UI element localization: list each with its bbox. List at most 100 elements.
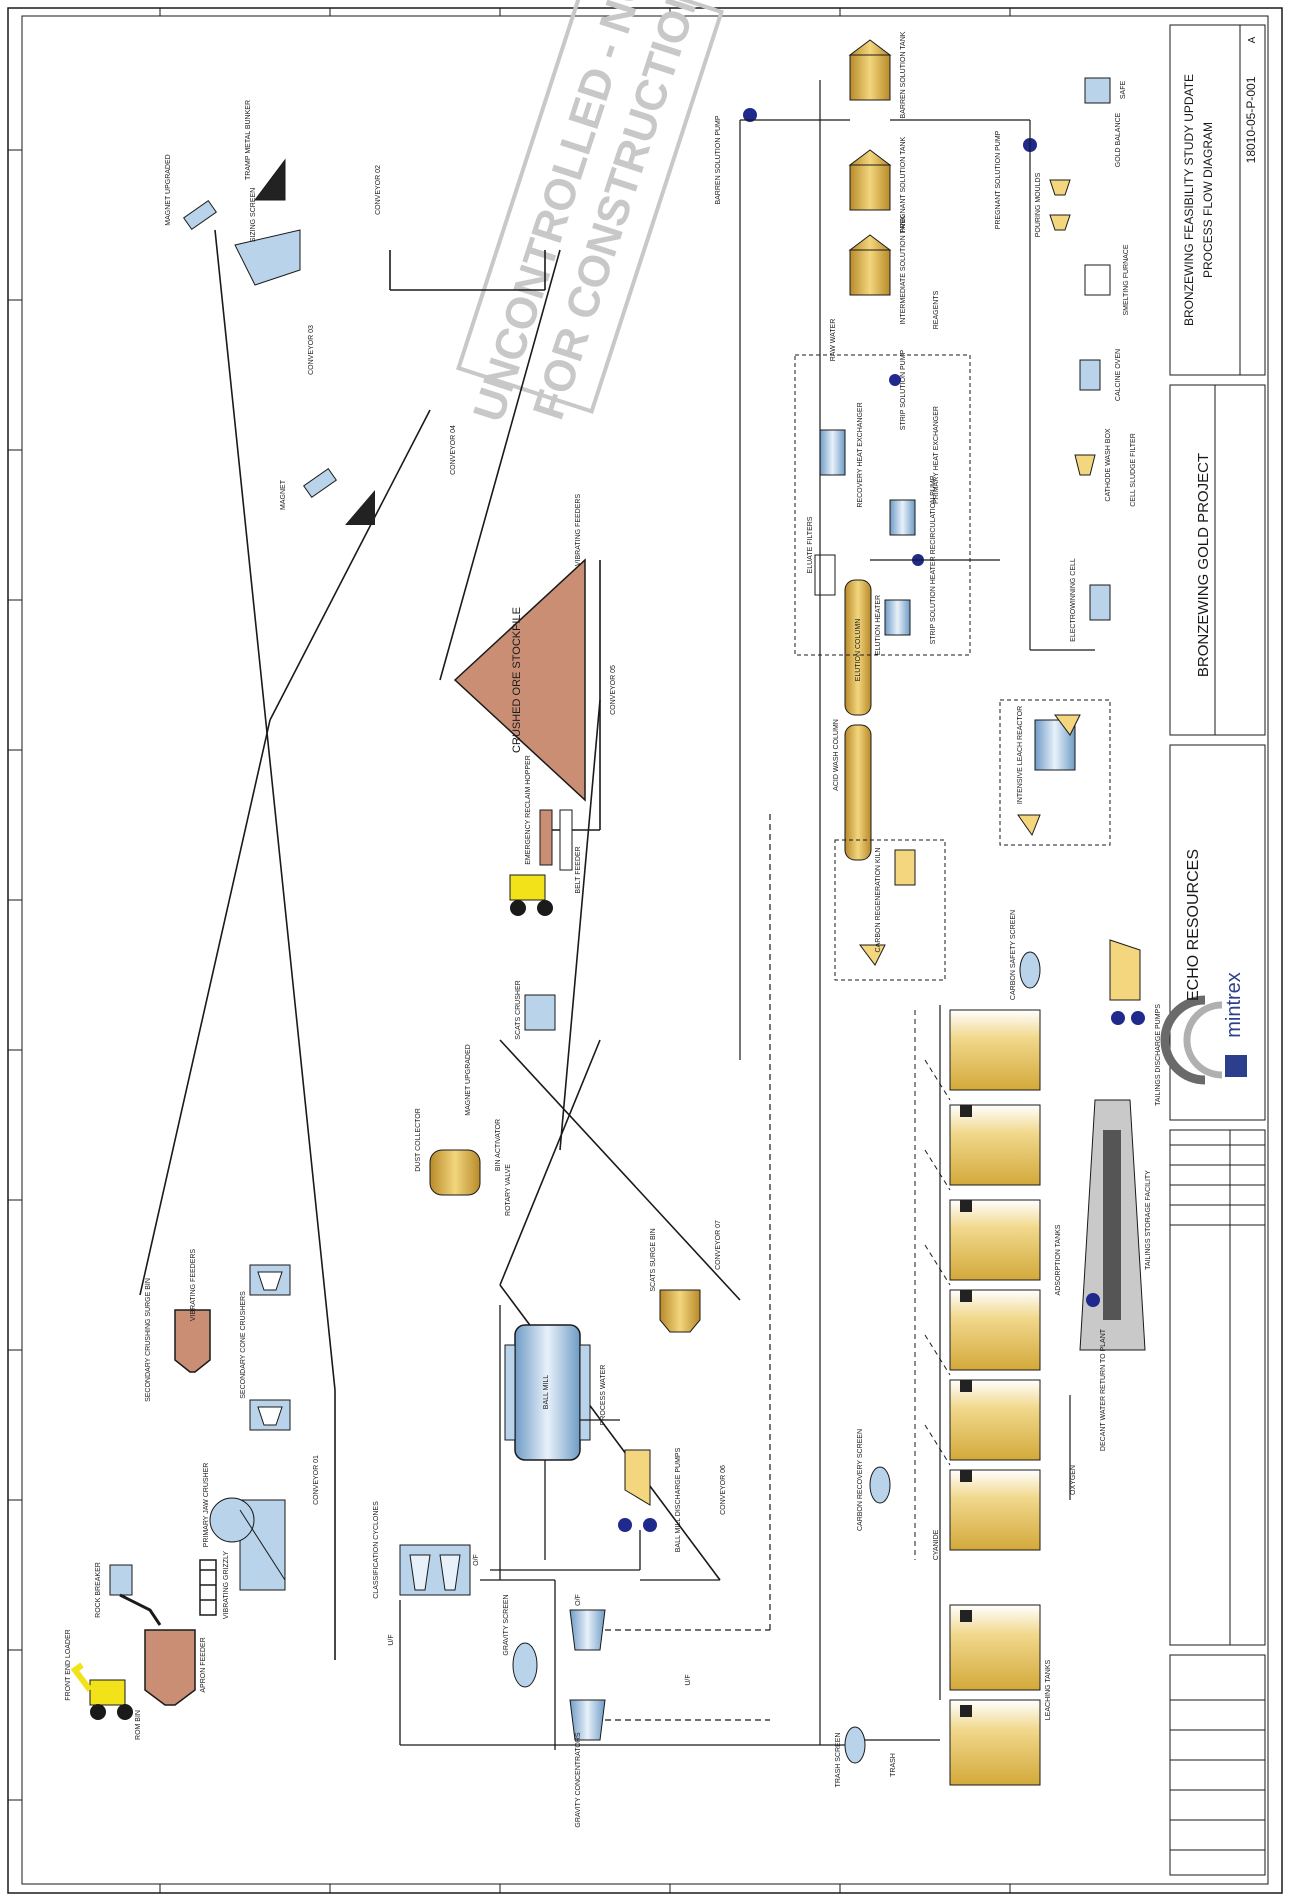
label-tailings-discharge-pumps: TAILINGS DISCHARGE PUMPS [1155,1004,1162,1106]
gravity-concentrators [570,1610,605,1740]
label-uf-2: U/F [685,1674,692,1685]
label-rom-bin: ROM BIN [135,1710,142,1740]
carbon-transfer-dashed [915,1010,950,1560]
elution-heater [885,600,910,635]
label-conveyor-07: CONVEYOR 07 [715,1220,722,1270]
label-pregnant-pump: PREGNANT SOLUTION PUMP [995,130,1002,229]
label-decant-water: DECANT WATER RETURN TO PLANT [1100,1328,1107,1451]
carbon-safety-screen-icon [1020,952,1040,988]
drawing-number: 18010-05-P-001 [1244,76,1258,163]
label-sizing-screen: SIZING SCREEN [250,188,257,242]
label-oxygen: OXYGEN [1070,1465,1077,1495]
solution-tanks [850,40,890,295]
scats-surge-bin [660,1290,700,1332]
label-carbon-safety-screen: CARBON SAFETY SCREEN [1010,910,1017,1000]
label-scats-surge-bin: SCATS SURGE BIN [650,1228,657,1291]
eluate-filters [815,555,835,595]
label-strip-solution-pump: STRIP SOLUTION PUMP [900,349,907,430]
label-barren-pump: BARREN SOLUTION PUMP [715,115,722,204]
label-primary-jaw-crusher: PRIMARY JAW CRUSHER [203,1463,210,1548]
secondary-cone-crushers [250,1265,290,1430]
crushed-ore-stockpile: CRUSHED ORE STOCKPILE [455,560,585,800]
label-acid-wash-column: ACID WASH COLUMN [833,719,840,791]
label-smelting-furnace: SMELTING FURNACE [1123,244,1130,315]
stockpile-label: CRUSHED ORE STOCKPILE [511,607,523,753]
drawing-title-2: PROCESS FLOW DIAGRAM [1201,122,1215,278]
label-cathode-wash-box: CATHODE WASH BOX [1105,428,1112,501]
tailings-storage-facility [1080,1100,1145,1350]
magnet-upgraded-icon [184,201,217,230]
label-secondary-cone-crushers: SECONDARY CONE CRUSHERS [240,1291,247,1399]
label-of-1: O/F [473,1554,480,1566]
label-conveyor-04: CONVEYOR 04 [450,425,457,475]
carbon-regeneration-kiln [860,850,915,965]
project-name: BRONZEWING GOLD PROJECT [1195,453,1212,677]
company-name: ECHO RESOURCES [1185,849,1202,1001]
label-magnet-upgraded: MAGNET UPGRADED [165,154,172,225]
label-conveyor-01: CONVEYOR 01 [313,1455,320,1505]
tailings-hopper [1110,940,1140,1000]
leaching-tanks [950,1605,1040,1785]
label-intensive-leach-reactor: INTENSIVE LEACH REACTOR [1017,706,1024,804]
label-vibrating-grizzly: VIBRATING GRIZZLY [223,1551,230,1620]
smelting-furnace [1085,265,1110,295]
decant-pump [1086,1293,1100,1307]
mintrex-logo [1225,1055,1247,1077]
emergency-reclaim-loader-icon [510,875,553,916]
label-magnet: MAGNET [280,479,287,510]
label-elution-heater: ELUTION HEATER [875,595,882,655]
crushing-circuit [140,230,740,1660]
label-electrowinning: ELECTROWINNING CELL [1070,558,1077,642]
classification-cyclones [400,1545,470,1595]
safe-icon [1085,78,1110,103]
solution-pumps [743,108,1037,152]
label-magnet-upgraded-2: MAGNET UPGRADED [465,1044,472,1115]
intensive-leach-reactor [1018,715,1080,835]
adsorption-tanks [950,1010,1040,1550]
scats-crusher-icon [525,995,555,1030]
label-secondary-surge-bin: SECONDARY CRUSHING SURGE BIN [145,1278,152,1402]
front-end-loader-icon [75,1665,133,1720]
label-elution-column: ELUTION COLUMN [855,619,862,682]
label-calcine-oven: CALCINE OVEN [1115,349,1122,401]
label-emergency-reclaim-hopper: EMERGENCY RECLAIM HOPPER [525,755,532,865]
calcine-oven [1080,360,1100,390]
label-tramp-metal-bunker: TRAMP METAL BUNKER [245,100,252,180]
label-trash-screen: TRASH SCREEN [835,1733,842,1788]
label-dust-collector: DUST COLLECTOR [415,1108,422,1172]
label-classification-cyclones: CLASSIFICATION CYCLONES [373,1501,380,1599]
drawing-title-1: BRONZEWING FEASIBILITY STUDY UPDATE [1182,74,1196,326]
gravity-screen-icon [513,1643,537,1687]
label-recovery-heat-exchanger: RECOVERY HEAT EXCHANGER [857,402,864,507]
label-raw-water: RAW WATER [830,319,837,362]
label-vibrating-feeders: VIBRATING FEEDERS [190,1249,197,1322]
label-pregnant-tank: PREGNANT SOLUTION TANK [900,136,907,233]
cathode-wash-box [1075,455,1095,475]
label-bin-activator: BIN ACTIVATOR [495,1119,502,1171]
gravity-tails-dashed [605,810,770,1720]
label-conveyor-06: CONVEYOR 06 [720,1465,727,1515]
label-front-end-loader: FRONT END LOADER [65,1629,72,1700]
label-rock-breaker: ROCK BREAKER [95,1562,102,1618]
electrowinning-cell [1090,585,1110,620]
label-adsorption-tanks: ADSORPTION TANKS [1055,1224,1062,1295]
tramp-metal-bunker [255,160,285,200]
label-conveyor-02: CONVEYOR 02 [375,165,382,215]
magnet-icon [304,469,375,525]
heat-exchangers [820,430,915,535]
vibrating-grizzly-icon [200,1560,216,1615]
primary-jaw-crusher-icon [210,1498,285,1590]
label-gravity-concentrators: GRAVITY CONCENTRATORS [575,1732,582,1827]
label-gravity-screen: GRAVITY SCREEN [503,1594,510,1655]
label-rotary-valve: ROTARY VALVE [505,1164,512,1216]
label-mill-discharge-pumps: BALL MILL DISCHARGE PUMPS [675,1447,682,1552]
label-eluate-filters: ELUATE FILTERS [807,516,814,573]
rock-breaker-icon [110,1565,160,1625]
label-tailings-storage-facility: TAILINGS STORAGE FACILITY [1145,1170,1152,1270]
label-ball-mill: BALL MILL [543,1375,550,1409]
label-strip-recirculation-pump: STRIP SOLUTION HEATER RECIRCULATION PUMP [930,475,937,644]
echo-logo [1165,1000,1222,1080]
label-carbon-regeneration-kiln: CARBON REGENERATION KILN [875,848,882,953]
revision-letter: A [1247,36,1258,43]
